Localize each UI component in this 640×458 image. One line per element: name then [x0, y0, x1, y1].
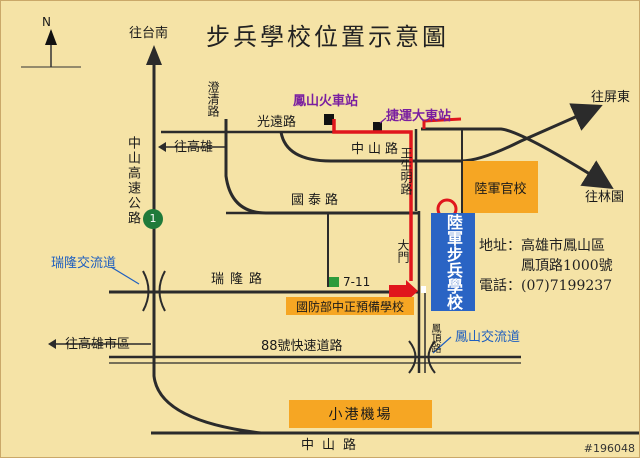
- interchange-pointer-right: [432, 336, 452, 354]
- station-fengshan: 鳳山火車站: [293, 94, 359, 109]
- landmark-prep-school: 國防部中正預備學校: [286, 297, 414, 315]
- direction-north: 往台南: [129, 26, 169, 41]
- road-label-chengqing: 澄清路: [206, 81, 220, 117]
- direction-gaoxiong: 往高雄: [174, 140, 214, 155]
- fengshan-interchange-icon: [408, 340, 436, 374]
- landmark-school: 陸軍步兵學校: [431, 213, 475, 311]
- road-label-ruilong: 瑞隆路: [211, 272, 269, 287]
- road-label-fengding: 鳳頂路: [429, 323, 440, 353]
- road-to-linyuan: [421, 127, 614, 189]
- road-label-zhongshan-highway: 中山高速公路: [125, 136, 140, 226]
- interchange-pointer-left: [110, 266, 140, 285]
- arrow-left-city-icon: [48, 339, 56, 349]
- road-label-guotai: 國泰路: [291, 193, 343, 208]
- station-mrt: 捷運大東站: [386, 109, 452, 124]
- gate-icon: [421, 286, 426, 293]
- interchange-fengshan: 鳳山交流道: [455, 330, 521, 345]
- road-label-zhongshan-bottom: 中山路: [301, 438, 365, 453]
- address-line1: 地址：高雄市鳳山區: [479, 238, 605, 254]
- direction-city: 往高雄市區: [65, 337, 131, 352]
- route-line-right: [422, 117, 462, 129]
- fengshan-station-icon: [324, 114, 334, 125]
- ruilong-interchange-icon: [142, 270, 166, 312]
- seven-eleven-icon: [329, 277, 339, 287]
- page-title: 步兵學校位置示意圖: [206, 23, 449, 51]
- mrt-station-icon: [373, 122, 382, 131]
- road-label-expressway: 88號快速道路: [261, 339, 343, 354]
- address-phone: 電話：(07)7199237: [479, 278, 613, 294]
- road-zhongshan-highway: [152, 59, 262, 435]
- landmark-seven-eleven: 7-11: [343, 275, 371, 289]
- road-label-guangyuan: 光遠路: [257, 115, 297, 130]
- school-label: 陸軍步兵學校: [444, 214, 463, 310]
- road-label-wangsheng: 王生明路: [399, 147, 413, 195]
- watermark: #196048: [583, 442, 635, 455]
- north-arrow-icon: [21, 29, 81, 68]
- interchange-ruilong: 瑞隆交流道: [51, 256, 117, 271]
- north-direction-arrow-icon: [146, 45, 162, 65]
- landmark-army-academy: 陸軍官校: [463, 161, 538, 213]
- arrow-left-icon: [158, 142, 166, 152]
- mrt-pointer: [379, 117, 387, 124]
- direction-linyuan: 往林園: [585, 190, 625, 205]
- landmark-gate: 大門: [396, 239, 410, 263]
- gate-arrow-icon: [389, 280, 418, 302]
- route-line: [332, 119, 413, 281]
- landmark-airport: 小港機場: [289, 400, 432, 428]
- highway-badge-icon: 1: [143, 209, 163, 229]
- address-line2: 鳳頂路1000號: [521, 258, 613, 274]
- direction-pingdong: 往屏東: [591, 90, 631, 105]
- compass-label: N: [42, 15, 51, 29]
- road-label-zhongshan-top: 中山路: [351, 142, 403, 157]
